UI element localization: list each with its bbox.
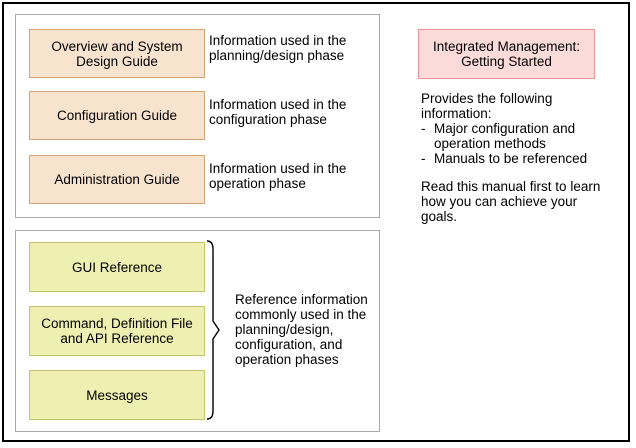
overview-design-guide-label: Overview and System Design Guide	[51, 38, 183, 69]
administration-guide-description: Information used in the operation phase	[209, 161, 347, 191]
getting-started-intro: Provides the following information:	[421, 91, 553, 121]
bullet-dash: -	[421, 121, 426, 136]
bullet-text: Major configuration and operation method…	[434, 121, 576, 151]
configuration-guide-description: Information used in the configuration ph…	[209, 97, 347, 127]
diagram-frame	[2, 2, 630, 442]
getting-started-label: Integrated Management: Getting Started	[432, 39, 581, 69]
bullet-dash: -	[421, 151, 426, 166]
configuration-guide-box: Configuration Guide	[29, 91, 205, 140]
reference-group-note: Reference information commonly used in t…	[235, 292, 368, 367]
administration-guide-box: Administration Guide	[29, 155, 205, 204]
overview-design-guide-description: Information used in the planning/design …	[209, 33, 347, 63]
configuration-guide-label: Configuration Guide	[56, 108, 178, 123]
gui-reference-label: GUI Reference	[71, 259, 163, 275]
messages-box: Messages	[29, 370, 205, 420]
curly-brace-right-icon	[202, 240, 222, 420]
bullet-item: - Manuals to be referenced	[421, 151, 614, 166]
messages-label: Messages	[86, 387, 148, 403]
bullet-item: - Major configuration and operation meth…	[421, 121, 614, 151]
getting-started-details: Provides the following information: - Ma…	[421, 91, 614, 224]
overview-design-guide-box: Overview and System Design Guide	[29, 29, 205, 78]
administration-guide-label: Administration Guide	[54, 172, 180, 187]
command-api-reference-label: Command, Definition File and API Referen…	[41, 316, 193, 346]
gui-reference-box: GUI Reference	[29, 242, 205, 292]
command-api-reference-box: Command, Definition File and API Referen…	[29, 306, 205, 356]
getting-started-footer: Read this manual first to learn how you …	[421, 179, 601, 224]
getting-started-box: Integrated Management: Getting Started	[418, 29, 595, 79]
bullet-text: Manuals to be referenced	[434, 151, 588, 166]
